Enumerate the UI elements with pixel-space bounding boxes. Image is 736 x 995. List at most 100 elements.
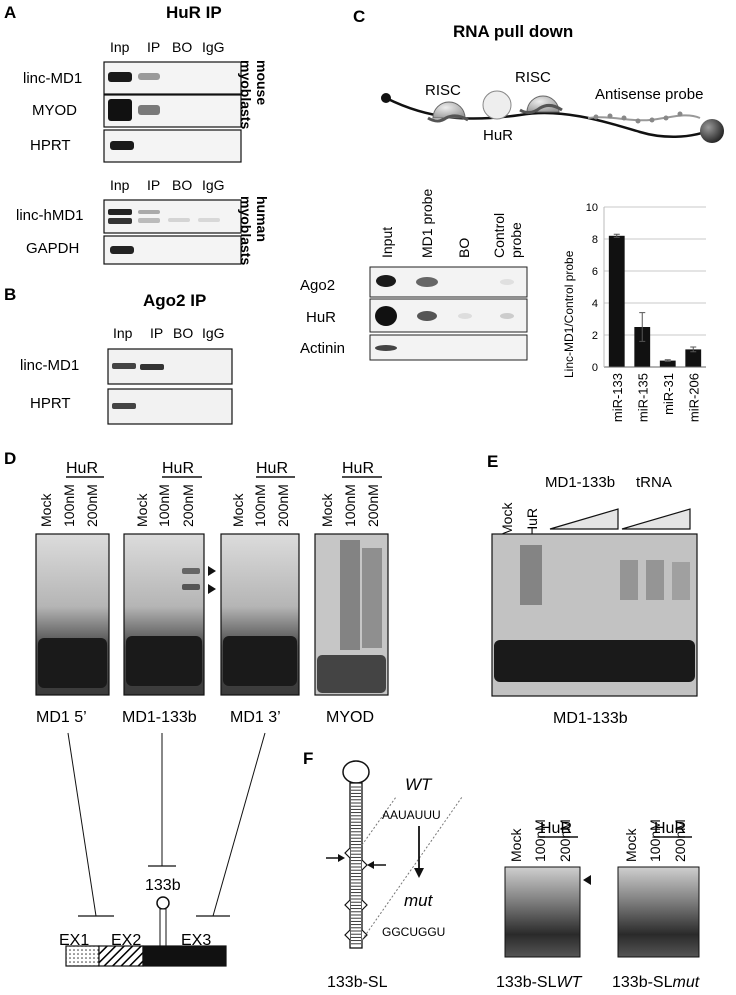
chart-bar xyxy=(608,235,625,367)
stem-loop-diagram: WT AAUAUUU mut GGCUGGU 133b-SL xyxy=(326,760,463,991)
guide-line xyxy=(361,796,463,941)
hur-label: HuR xyxy=(483,127,513,144)
chart-bar xyxy=(685,349,702,367)
blot-strip xyxy=(107,388,233,425)
shift-arrowhead xyxy=(208,566,216,576)
smear xyxy=(520,545,542,605)
probe-bead xyxy=(607,113,613,119)
terminal-loop xyxy=(342,760,370,784)
chart-bars xyxy=(608,233,702,367)
band xyxy=(108,72,132,82)
smear xyxy=(672,562,690,600)
shifted-band xyxy=(182,568,200,574)
lane-label: 100nM xyxy=(156,484,172,527)
bulge xyxy=(344,847,351,859)
lane-label: 100nM xyxy=(647,819,663,862)
panel-c: C RNA pull down RISC HuR RISC Antisense … xyxy=(300,7,724,422)
chart-error-bar xyxy=(690,346,697,353)
lane-label: 100nM xyxy=(532,819,548,862)
lane-label: IgG xyxy=(202,177,225,193)
smear xyxy=(620,560,638,600)
lane-label: Input xyxy=(379,227,395,258)
lane-label: BO xyxy=(173,325,193,341)
pulldown-schematic: RISC HuR RISC Antisense probe xyxy=(381,69,724,144)
concentration-wedge xyxy=(621,508,691,530)
smear xyxy=(362,548,382,648)
hur-protein xyxy=(482,90,512,120)
lane-label: Control xyxy=(491,213,507,258)
row-label: HPRT xyxy=(30,395,71,412)
panel-e: E MD1-133b tRNA Mock HuR MD1-133b xyxy=(487,452,698,727)
emsa-gel-md1-133b: HuR Mock 100nM 200nM MD1-133b xyxy=(122,460,216,726)
probe-bead xyxy=(649,117,655,123)
free-probe-band xyxy=(317,655,386,693)
side-label: mouse xyxy=(254,60,270,105)
panel-b: B Ago2 IP Inp IP BO IgG linc-MD1 HPRT xyxy=(4,285,233,425)
pointer-arrowhead xyxy=(338,854,345,862)
band xyxy=(138,105,160,115)
row-label: Ago2 xyxy=(300,277,335,294)
rna-5prime-dot xyxy=(381,93,391,103)
pointer-arrowhead xyxy=(367,861,374,869)
band xyxy=(500,279,514,285)
panel-f: F WT AAUAUUU mut GGCUGGU 133b-SL HuR xyxy=(303,749,700,991)
row-label: Actinin xyxy=(300,340,345,357)
lane-label: BO xyxy=(172,177,192,193)
blot-strip xyxy=(369,266,528,298)
chart-bar xyxy=(659,360,676,367)
hur-label: HuR xyxy=(540,820,572,837)
mirna-strand xyxy=(519,103,563,115)
row-label: HPRT xyxy=(30,137,71,154)
bulge xyxy=(344,929,368,941)
band xyxy=(138,73,160,80)
map-line xyxy=(212,732,266,917)
shift-arrowhead xyxy=(208,584,216,594)
emsa-gel-133b-mut: HuR Mock 100nM 200nM xyxy=(617,819,700,958)
emsa-gel-md1-5prime: HuR Mock 100nM 200nM MD1 5’ xyxy=(35,460,110,726)
risc-complex xyxy=(432,101,466,119)
risc-label: RISC xyxy=(425,82,461,99)
chart-ylabel: Linc-MD1/Control probe xyxy=(562,250,576,378)
chart-xtick-label: miR-31 xyxy=(661,373,676,415)
row-label: HuR xyxy=(306,309,336,326)
band xyxy=(110,246,134,254)
caption-prefix: 133b-SL xyxy=(496,974,557,991)
free-probe-band xyxy=(223,636,297,686)
hur-label: HuR xyxy=(654,820,686,837)
lane-label: IP xyxy=(150,325,163,341)
lane-label: probe xyxy=(508,222,524,258)
lane-label: Mock xyxy=(38,493,54,527)
chart-ytick-label: 0 xyxy=(592,362,598,374)
lane-label: BO xyxy=(456,238,472,258)
emsa-gel-myod: HuR Mock 100nM 200nM MYOD xyxy=(314,460,389,726)
band xyxy=(500,313,514,319)
chart-ytick-label: 10 xyxy=(586,202,598,214)
chart-ytick-label: 4 xyxy=(592,298,598,310)
emsa-gel-md1-3prime: HuR Mock 100nM 200nM MD1 3’ xyxy=(220,460,300,726)
lane-label: 200nM xyxy=(672,819,688,862)
band xyxy=(110,141,134,150)
row-label: linc-MD1 xyxy=(20,357,79,374)
band xyxy=(168,218,190,222)
gel-image xyxy=(617,866,700,958)
map-line xyxy=(67,732,97,917)
gel-caption: MYOD xyxy=(326,709,374,726)
exon-2 xyxy=(98,945,144,967)
lane-label: HuR xyxy=(524,508,540,536)
side-label: human xyxy=(254,196,270,242)
probe-bead xyxy=(593,114,599,120)
lane-label: Mock xyxy=(319,493,335,527)
lane-label: Inp xyxy=(113,325,133,341)
lane-label: IP xyxy=(147,39,160,55)
chart-ytick-label: 8 xyxy=(592,234,598,246)
exon-label: EX3 xyxy=(181,932,211,949)
hairpin-loop xyxy=(156,896,170,910)
mirna-strand xyxy=(427,114,469,123)
lane-label: 200nM xyxy=(84,484,100,527)
gel-caption: MD1 5’ xyxy=(36,709,87,726)
probe-bead xyxy=(677,111,683,117)
row-label: linc-hMD1 xyxy=(16,207,84,224)
